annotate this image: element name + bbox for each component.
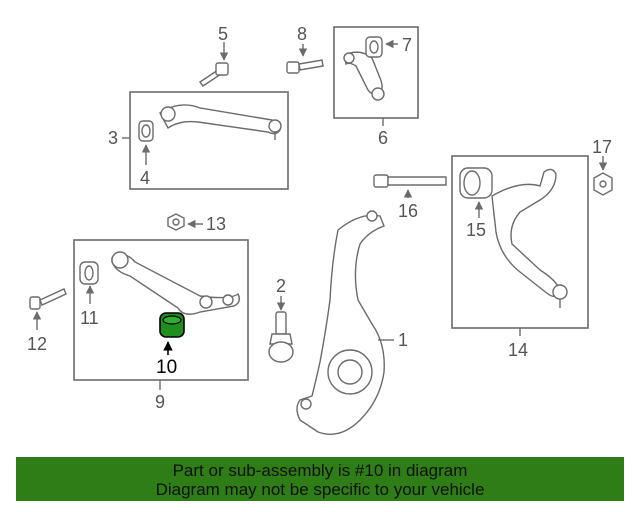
callout-13: 13	[206, 214, 226, 234]
callout-9: 9	[155, 392, 165, 412]
nut-13	[167, 213, 203, 231]
callout-7: 7	[402, 35, 412, 55]
bolt-5	[198, 42, 229, 87]
ball-joint-2	[268, 296, 294, 363]
group-box-upper-front-arm	[333, 26, 419, 126]
info-banner: Part or sub-assembly is #10 in diagram D…	[16, 457, 624, 501]
group-box-lower-front-arm	[451, 155, 589, 336]
bolt-8	[286, 44, 324, 74]
parts-diagram: 1 2 3 4 5 6 7 8 9 10 11 12 13 14 15 16 1…	[27, 24, 613, 435]
bolt-16	[373, 174, 447, 198]
callout-10[interactable]: 10	[156, 357, 177, 378]
callout-16: 16	[398, 201, 418, 221]
group-box-lower-arm	[73, 239, 249, 390]
callout-15: 15	[466, 220, 486, 240]
callout-5: 5	[218, 24, 228, 44]
banner-line-1: Part or sub-assembly is #10 in diagram	[172, 461, 468, 480]
banner-line-2: Diagram may not be specific to your vehi…	[155, 480, 485, 499]
nut-17	[593, 156, 613, 196]
steering-knuckle-1	[296, 210, 394, 435]
callout-17: 17	[592, 137, 612, 157]
callout-11: 11	[80, 308, 99, 328]
bolt-12	[29, 288, 67, 330]
group-box-upper-arm	[122, 91, 289, 190]
callout-3: 3	[108, 128, 118, 148]
callout-6: 6	[378, 128, 388, 148]
callout-14: 14	[508, 340, 528, 360]
callout-8: 8	[297, 24, 307, 44]
callout-12: 12	[27, 334, 47, 354]
callout-1: 1	[398, 330, 408, 350]
callout-4: 4	[140, 168, 150, 188]
bushing-10-highlighted[interactable]	[159, 312, 185, 355]
callout-2: 2	[276, 276, 286, 296]
